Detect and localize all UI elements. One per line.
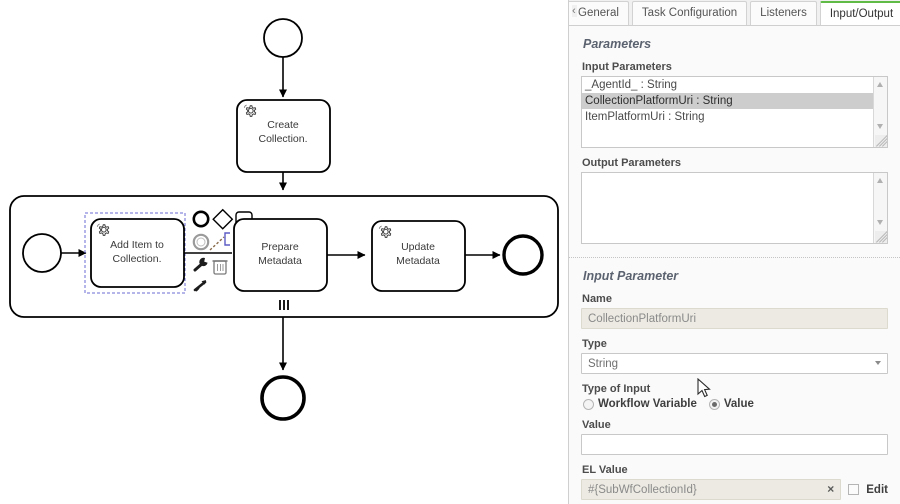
tab-scroll-left-icon[interactable]: ‹ — [572, 5, 577, 17]
task-prepare-metadata-label: Prepare — [261, 241, 299, 253]
scroll-up-icon[interactable] — [877, 178, 883, 183]
parameters-title: Parameters — [583, 37, 652, 51]
bpmn-canvas[interactable]: Create Collection. Add Item to Collectio… — [0, 0, 568, 504]
resize-grip[interactable] — [875, 135, 887, 147]
radio-value-label: Value — [723, 398, 754, 410]
output-parameters-scrollbar[interactable] — [873, 173, 887, 243]
edit-checkbox[interactable] — [848, 484, 860, 495]
subprocess-start-event[interactable] — [22, 233, 62, 273]
radio-workflow-variable-label: Workflow Variable — [598, 398, 697, 410]
type-label: Type — [582, 338, 607, 350]
input-parameter-title: Input Parameter — [583, 269, 679, 283]
start-event-top[interactable] — [263, 18, 303, 58]
radio-workflow-variable[interactable]: Workflow Variable — [583, 398, 697, 410]
type-select-wrapper[interactable] — [581, 353, 888, 374]
subprocess-end-event[interactable] — [502, 234, 544, 276]
append-gateway-icon[interactable] — [212, 208, 234, 230]
task-update-metadata-label: Update — [401, 241, 435, 253]
task-update-metadata[interactable] — [371, 220, 466, 292]
list-item[interactable]: ItemPlatformUri : String — [585, 111, 705, 123]
gear-icon — [243, 104, 257, 117]
type-select[interactable] — [581, 353, 888, 374]
value-field[interactable] — [581, 434, 888, 455]
radio-workflow-variable-control[interactable] — [583, 398, 594, 410]
task-prepare-metadata-label2: Metadata — [258, 255, 302, 267]
input-parameters-rows: _AgentId_ : String CollectionPlatformUri… — [582, 77, 887, 125]
task-add-item-label2: Collection. — [112, 253, 161, 265]
tab-task-configuration[interactable]: Task Configuration — [631, 1, 748, 25]
append-end-event-icon[interactable] — [192, 210, 210, 228]
tab-bar[interactable]: ‹ General Task Configuration Listeners I… — [569, 0, 900, 26]
context-pad[interactable] — [192, 208, 253, 292]
input-parameters-label: Input Parameters — [582, 61, 672, 73]
output-parameters-label: Output Parameters — [582, 157, 682, 169]
el-value-label: EL Value — [582, 464, 628, 476]
radio-value-control[interactable] — [708, 398, 720, 410]
input-parameter-section: Input Parameter Name Type Type of Input … — [569, 258, 900, 504]
connect-icon-bracket — [224, 232, 230, 246]
value-label: Value — [582, 419, 611, 431]
el-value-row: × Edit — [581, 479, 888, 500]
end-event-bottom[interactable] — [260, 375, 306, 421]
section-divider — [569, 257, 900, 258]
tab-listeners[interactable]: Listeners — [750, 1, 817, 25]
parameters-section: Parameters Input Parameters _AgentId_ : … — [569, 26, 900, 254]
properties-panel: ‹ General Task Configuration Listeners I… — [568, 0, 900, 504]
gear-icon — [378, 225, 392, 238]
input-parameters-listbox[interactable]: _AgentId_ : String CollectionPlatformUri… — [581, 76, 888, 148]
task-create-collection-label2: Collection. — [258, 133, 307, 145]
type-of-input-label: Type of Input — [582, 383, 651, 395]
scroll-down-icon[interactable] — [877, 124, 883, 129]
edit-checkbox-label: Edit — [866, 483, 888, 496]
panel-body: Parameters Input Parameters _AgentId_ : … — [569, 26, 900, 504]
scroll-down-icon[interactable] — [877, 220, 883, 225]
wrench-icon[interactable] — [193, 257, 208, 272]
send-icon[interactable] — [193, 280, 207, 292]
name-label: Name — [582, 293, 612, 305]
output-parameters-listbox[interactable] — [581, 172, 888, 244]
task-update-metadata-label2: Metadata — [396, 255, 440, 267]
type-of-input-radios[interactable]: Workflow Variable Value — [583, 398, 888, 410]
list-item[interactable]: _AgentId_ : String — [585, 79, 678, 91]
tab-input-output[interactable]: Input/Output — [819, 1, 900, 25]
el-value-field[interactable] — [581, 479, 842, 500]
list-item[interactable]: CollectionPlatformUri : String — [582, 93, 887, 109]
trash-icon[interactable] — [212, 260, 228, 275]
resize-grip[interactable] — [875, 231, 887, 243]
clear-icon[interactable]: × — [827, 482, 835, 496]
task-add-item-label: Add Item to — [110, 239, 164, 251]
gear-icon — [96, 223, 110, 236]
el-value-field-wrapper[interactable]: × — [581, 479, 842, 500]
parallel-multi-instance-marker — [279, 300, 289, 310]
radio-value[interactable]: Value — [708, 398, 754, 410]
tab-general[interactable]: General — [569, 1, 629, 25]
task-create-collection-label: Create — [267, 119, 299, 131]
bpmn-diagram[interactable]: Create Collection. Add Item to Collectio… — [0, 0, 568, 504]
name-field[interactable] — [581, 308, 888, 329]
scroll-up-icon[interactable] — [877, 82, 883, 87]
input-parameters-scrollbar[interactable] — [873, 77, 887, 147]
replace-icon-inner — [196, 237, 206, 247]
connect-icon[interactable] — [209, 236, 225, 251]
